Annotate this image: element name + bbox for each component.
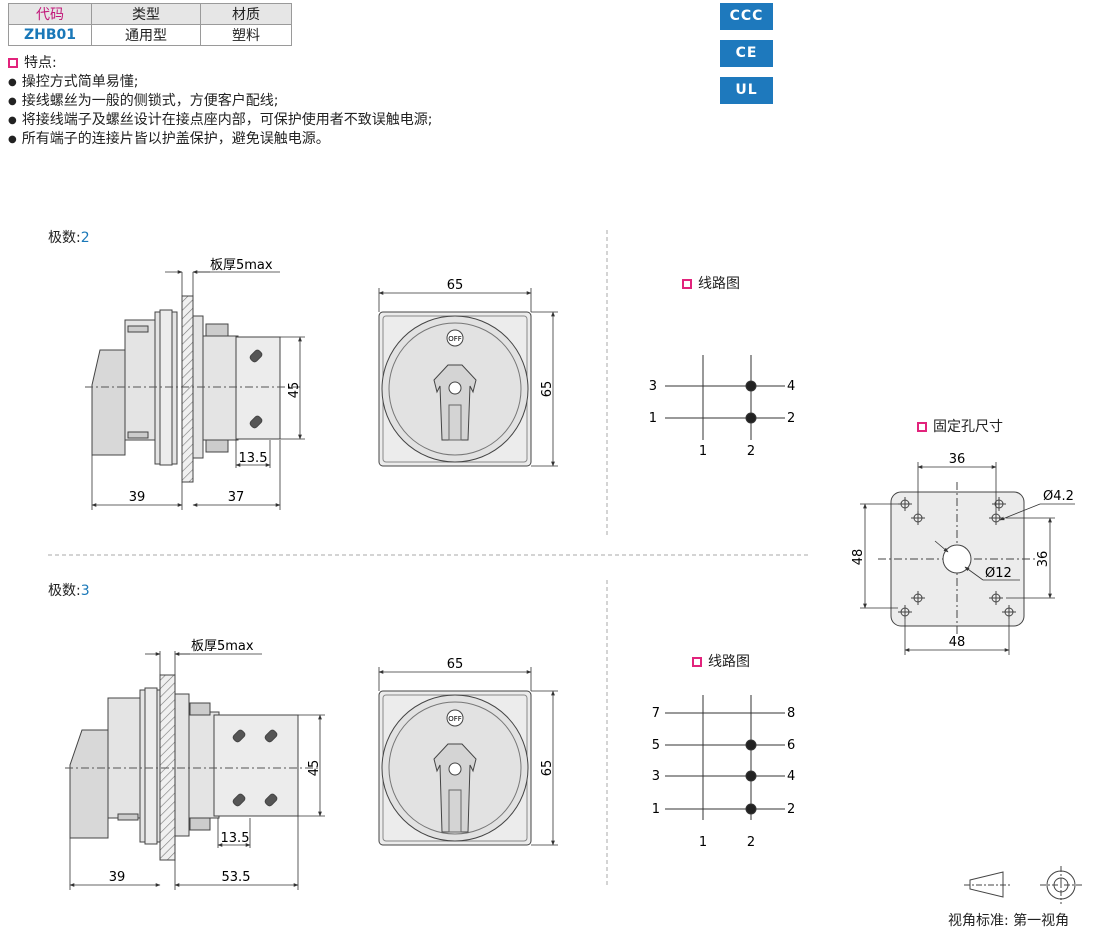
dim-front-width: 65 [447, 657, 464, 672]
square-bullet-icon [692, 657, 702, 667]
header-type: 类型 [91, 3, 201, 25]
header-code: 代码 [8, 3, 92, 25]
terminal-label: 3 [652, 769, 660, 784]
pole3-side-view [69, 674, 299, 861]
dim-mount-left: 48 [851, 549, 866, 566]
pole3-label: 极数:3 [48, 583, 90, 599]
dim-height: 45 [287, 382, 302, 399]
spec-table-row: ZHB01 通用型 塑料 [8, 24, 292, 46]
dim-mount-top: 36 [949, 452, 966, 467]
dim-height: 45 [307, 760, 322, 777]
dim-front-height: 65 [540, 381, 555, 398]
dim-plate-thickness: 板厚5max [210, 258, 273, 273]
features-section: 特点: 操控方式简单易懂; 接线螺丝为一般的侧锁式，方便客户配线; 将接线端子及… [8, 54, 432, 149]
terminal-label: 1 [699, 835, 707, 850]
dim-pitch: 13.5 [239, 451, 268, 466]
spec-table: 代码 类型 材质 ZHB01 通用型 塑料 [8, 3, 292, 46]
terminal-label: 2 [787, 411, 795, 426]
wiring-title-3: 线路图 [692, 651, 750, 671]
dim-mount-bottom: 48 [949, 635, 966, 650]
spec-table-header: 代码 类型 材质 [8, 3, 292, 25]
dim-right: 53.5 [222, 870, 251, 885]
terminal-label: 2 [747, 444, 755, 459]
mounting-plate [878, 482, 1038, 636]
view-standard-label: 视角标准: 第一视角 [948, 913, 1070, 929]
dim-plate-thickness: 板厚5max [191, 639, 254, 654]
cert-badge-ccc: CCC [720, 3, 773, 30]
header-material: 材质 [200, 3, 292, 25]
feature-item: 所有端子的连接片皆以护盖保护，避免误触电源。 [8, 130, 432, 149]
square-bullet-icon [682, 279, 692, 289]
cell-code: ZHB01 [8, 24, 92, 46]
dim-right: 37 [228, 490, 245, 505]
square-bullet-icon [8, 58, 18, 68]
terminal-label: 4 [787, 769, 795, 784]
dim-front-height: 65 [540, 760, 555, 777]
terminal-label: 1 [699, 444, 707, 459]
dim-left: 39 [109, 870, 126, 885]
terminal-label: 5 [652, 738, 660, 753]
terminal-label: 7 [652, 706, 660, 721]
feature-item: 接线螺丝为一般的侧锁式，方便客户配线; [8, 92, 432, 111]
terminal-label: 8 [787, 706, 795, 721]
knob-off-label: OFF [448, 715, 462, 723]
cell-material: 塑料 [200, 24, 292, 46]
knob-off-label: OFF [448, 335, 462, 343]
feature-item: 将接线端子及螺丝设计在接点座内部，可保护使用者不致误触电源; [8, 111, 433, 130]
first-angle-projection-icon [964, 866, 1082, 904]
terminal-label: 6 [787, 738, 795, 753]
terminal-label: 3 [649, 379, 657, 394]
terminal-label: 1 [652, 802, 660, 817]
pole2-front-view: OFF [378, 311, 532, 467]
dim-hole-diameter: Ø4.2 [1043, 489, 1074, 504]
pole3-wiring [665, 695, 785, 820]
terminal-label: 2 [747, 835, 755, 850]
features-title: 特点: [8, 54, 432, 73]
wiring-title-2: 线路图 [682, 273, 740, 293]
square-bullet-icon [917, 422, 927, 432]
dim-left: 39 [129, 490, 146, 505]
pole3-front-view: OFF [378, 690, 532, 846]
dim-mount-right: 36 [1036, 551, 1051, 568]
pole2-label: 极数:2 [48, 230, 90, 246]
mounting-title: 固定孔尺寸 [917, 416, 1003, 436]
dim-front-width: 65 [447, 278, 464, 293]
cert-badge-ce: CE [720, 40, 773, 67]
dim-center-diameter: Ø12 [985, 566, 1012, 581]
terminal-label: 2 [787, 802, 795, 817]
features-list: 操控方式简单易懂; 接线螺丝为一般的侧锁式，方便客户配线; 将接线端子及螺丝设计… [8, 73, 433, 149]
pole2-wiring [665, 355, 785, 440]
feature-item: 操控方式简单易懂; [8, 73, 432, 92]
terminal-label: 4 [787, 379, 795, 394]
cell-type: 通用型 [91, 24, 201, 46]
terminal-label: 1 [649, 411, 657, 426]
cert-badge-ul: UL [720, 77, 773, 104]
dim-pitch: 13.5 [221, 831, 250, 846]
